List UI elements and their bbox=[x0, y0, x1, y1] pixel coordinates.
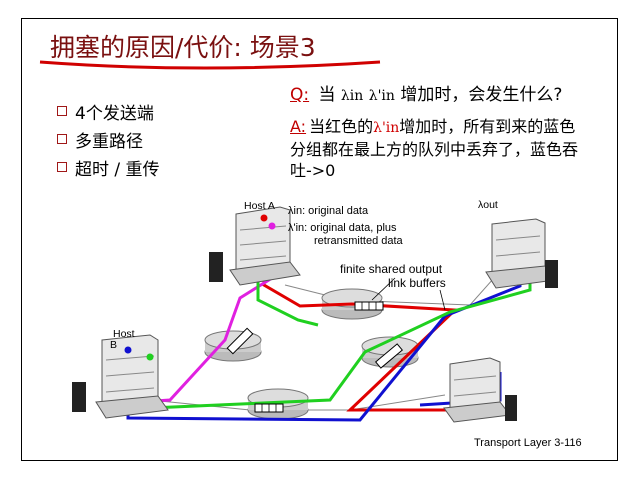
bullet-item: 4个发送端 bbox=[57, 97, 160, 125]
flow-endpoints bbox=[124, 214, 276, 361]
host-b-label-1: Host bbox=[113, 328, 135, 340]
bullet-list: 4个发送端 多重路径 超时 / 重传 bbox=[57, 97, 160, 181]
lambda-red-symbol: λ'in bbox=[373, 120, 400, 136]
buffer-ticks bbox=[261, 302, 377, 412]
answer-text: A:当红色的λ'in增加时，所有到来的蓝色分组都在最上方的队列中丢弃了，蓝色吞吐… bbox=[290, 117, 579, 180]
bullet-square-icon bbox=[57, 162, 67, 172]
buffer-leader-lines bbox=[371, 277, 446, 311]
lambda-in-symbol: λin bbox=[340, 88, 364, 104]
bullet-item: 超时 / 重传 bbox=[57, 153, 160, 181]
legend-lambda-in: λin: original data bbox=[288, 205, 369, 217]
lambda-in-prime-symbol: λ'in bbox=[368, 88, 395, 104]
buffers-label-1: finite shared output bbox=[340, 262, 443, 276]
host-b-label-2: B bbox=[110, 339, 118, 351]
slide-footer: Transport Layer 3-116 bbox=[474, 437, 582, 449]
host-b-computer bbox=[72, 334, 169, 419]
host-d-computer bbox=[443, 357, 517, 423]
host-a-label: Host A bbox=[244, 200, 275, 212]
question-text: Q: 当 λin λ'in 增加时，会发生什么? bbox=[290, 85, 563, 105]
question-label: Q: bbox=[290, 85, 310, 105]
bullet-square-icon bbox=[57, 106, 67, 116]
answer-label: A: bbox=[290, 117, 307, 136]
title-underline bbox=[39, 60, 381, 70]
bullet-item: 多重路径 bbox=[57, 125, 160, 153]
bullet-square-icon bbox=[57, 134, 67, 144]
buffers-label-2: link buffers bbox=[388, 276, 446, 290]
host-c-computer bbox=[485, 218, 558, 289]
legend-lambda-prime-line2: retransmitted data bbox=[314, 235, 403, 247]
host-a-computer bbox=[209, 206, 301, 286]
legend-lambda-prime: λ'in: original data, plus bbox=[288, 222, 397, 234]
lambda-out-label: λout bbox=[478, 199, 498, 211]
page-title: 拥塞的原因/代价: 场景3 bbox=[50, 33, 316, 62]
